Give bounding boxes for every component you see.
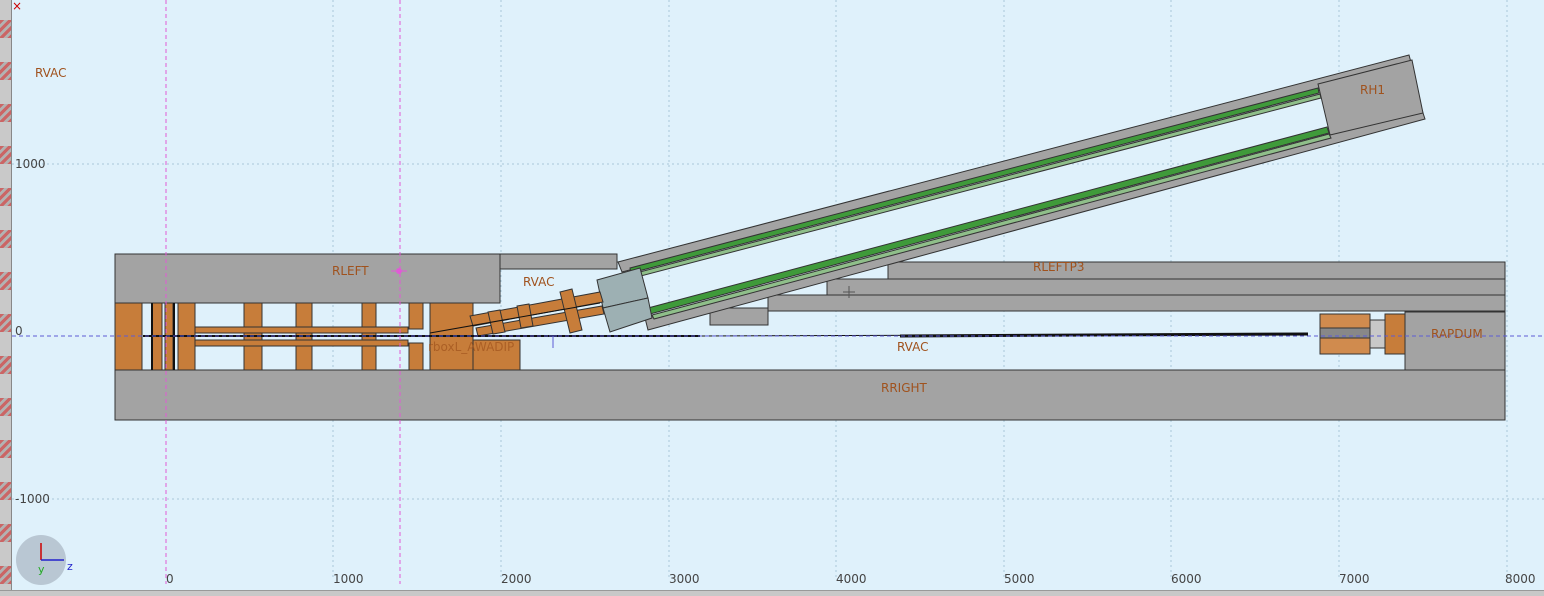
angled-copper-flange [559, 288, 583, 334]
rh1-endcap [1317, 59, 1424, 136]
label-rright: RRIGHT [881, 381, 928, 395]
copper-rail-bottom [194, 339, 409, 347]
tube-entrance-block-bottom [602, 297, 653, 333]
tube-upper-green [629, 87, 1320, 274]
x-tick-2000: 2000 [501, 572, 532, 586]
label-rvac-mid: RVAC [523, 275, 555, 289]
label-rvac-top: RVAC [35, 66, 67, 80]
rapdum-block [1404, 311, 1506, 371]
gray-plug [1369, 319, 1386, 349]
y-tick-1000: 1000 [15, 157, 46, 171]
geometry-viewport[interactable]: RVAC RLEFT RVAC RLEFTP3 RH1 rboxL_AWADIP… [12, 0, 1544, 590]
rleft-block [114, 253, 501, 304]
y-tick-neg1000: -1000 [15, 492, 50, 506]
copper-rail-top [194, 326, 409, 334]
rleft-upper-strip [499, 253, 618, 270]
small-gray-block [709, 307, 769, 326]
tube-upper-liner [631, 93, 1322, 279]
x-tick-4000: 4000 [836, 572, 867, 586]
axis-z-label: z [67, 560, 73, 573]
close-icon[interactable]: × [12, 0, 23, 13]
label-rleft: RLEFT [332, 264, 369, 278]
copper-bar-1385 [1384, 313, 1406, 355]
copper-block-9 [408, 342, 424, 371]
label-rapdum: RAPDUM [1431, 327, 1483, 341]
label-rvac-beam: RVAC [897, 340, 929, 354]
label-rleftp3: RLEFTP3 [1033, 260, 1085, 274]
copper-block-11 [472, 339, 521, 371]
x-tick-0: 0 [166, 572, 174, 586]
tube-lower-liner [651, 133, 1332, 320]
rh1-tube [596, 54, 1426, 333]
status-bar [0, 590, 1544, 596]
label-rbox: rboxL_AWADIP [428, 340, 514, 354]
label-rh1: RH1 [1360, 83, 1385, 97]
x-tick-8000: 8000 [1505, 572, 1536, 586]
x-tick-5000: 5000 [1004, 572, 1035, 586]
crosshair-icon [843, 286, 855, 298]
axis-y-label: y [38, 563, 45, 576]
angled-copper-ring-1 [487, 309, 506, 335]
rleftp3-step-2 [826, 278, 1506, 296]
x-tick-1000: 1000 [333, 572, 364, 586]
y-tick-0: 0 [15, 324, 23, 338]
rleftp3-step-1 [887, 261, 1506, 280]
vertical-ruler [0, 0, 12, 595]
x-tick-7000: 7000 [1339, 572, 1370, 586]
axis-orientation-widget[interactable]: y z [16, 535, 73, 585]
cursor-mark-icon [549, 335, 557, 348]
rright-block [114, 369, 1506, 421]
copper-block-8 [408, 302, 424, 330]
x-tick-6000: 6000 [1171, 572, 1202, 586]
x-tick-3000: 3000 [669, 572, 700, 586]
rleftp3-step-3 [767, 294, 1506, 312]
gray-plug-inner [1319, 327, 1371, 339]
